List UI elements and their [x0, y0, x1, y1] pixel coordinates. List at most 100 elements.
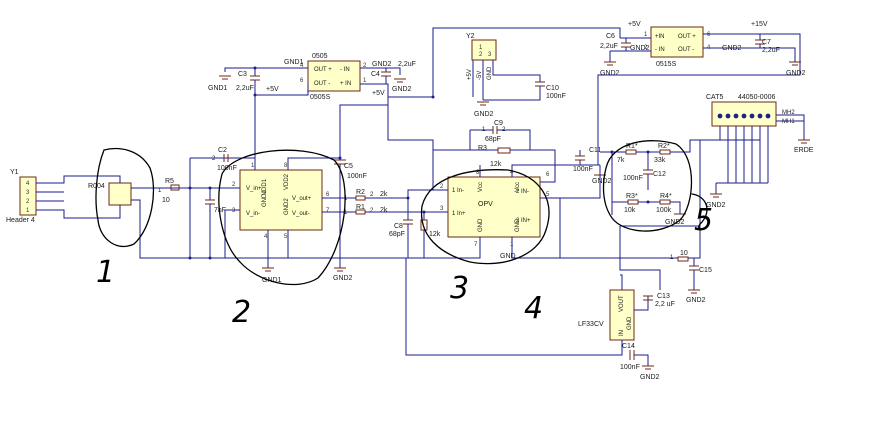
- gnd2-dcdc1-b-label: GND2: [392, 86, 412, 93]
- opamp-gnd-b: GND: [515, 218, 521, 232]
- r3-body: [497, 147, 511, 154]
- c10-ref: C10: [546, 85, 559, 92]
- annotation-circle-3-4: [420, 169, 550, 265]
- opamp-pin-8: 8: [476, 170, 480, 176]
- resistor-r2-star: R2* 33k: [654, 143, 671, 164]
- header-y1: Y1 4 3 2 1 Header 4: [6, 169, 98, 224]
- c3-ref: C3: [238, 71, 247, 78]
- capacitor-c4: C4 2,2uF: [371, 61, 416, 84]
- y2-pin-1: 1: [479, 45, 483, 51]
- capacitor-c8: C8 68pF: [389, 198, 413, 258]
- iso-vdd2: VDD2: [284, 173, 290, 190]
- dcdc1-ref: 0505: [312, 53, 328, 60]
- iso-vin-plus: V_in+: [246, 186, 262, 192]
- opamp-vcc-b: Vcc: [515, 182, 521, 192]
- opamp-vcc-a: Vcc: [478, 182, 484, 192]
- cat5-pins: [717, 113, 771, 119]
- c15-gnd2-label: GND2: [686, 297, 706, 304]
- annotation-hook-5: [691, 193, 708, 229]
- capacitor-c5: C5 100nF GND2: [333, 158, 367, 282]
- dcdc2-ref: 0515S: [656, 61, 677, 68]
- r2s-body: [659, 149, 671, 155]
- r1s-body: [625, 149, 637, 155]
- c15-ref: C15: [699, 267, 712, 274]
- iso-gnd1: GND1: [262, 190, 268, 207]
- capacitor-c3: C3 2,2uF: [236, 68, 260, 95]
- c12-ref: C12: [653, 171, 666, 178]
- iso-vin-minus: V_in-: [246, 211, 260, 217]
- r2s-ref: R2*: [658, 143, 670, 150]
- c3-value: 2,2uF: [236, 85, 254, 92]
- resistor-r3: R3 12k: [470, 145, 530, 168]
- gnd2-dcdc1-label: GND2: [372, 61, 392, 68]
- isolation-amplifier: V_in+ V_in- V_out+ V_out- GND1 VDD1 GND2…: [232, 163, 330, 240]
- r1s-value: 7k: [617, 157, 625, 164]
- capacitor-c12: C12 100nF: [623, 152, 666, 190]
- c4-value: 2,2uF: [398, 61, 416, 68]
- y1-body: [19, 176, 37, 216]
- dcdc1-pin-2: 2: [363, 63, 367, 69]
- y1-pin-4: 4: [26, 181, 30, 187]
- iso-vout-plus: V_out+: [292, 196, 312, 202]
- r12k-value: 12k: [429, 231, 441, 238]
- c7-value: 2,2uF: [762, 47, 780, 54]
- c5-value: 100nF: [347, 173, 367, 180]
- iso-pin-5: 5: [284, 234, 288, 240]
- opamp-gnd-a: GND: [478, 218, 484, 232]
- y2-pin-3: 3: [488, 52, 492, 58]
- c11-gnd2-label: GND2: [592, 178, 612, 185]
- r5-ref: R5: [165, 178, 174, 185]
- p5v-iso-label: +5V: [266, 86, 279, 93]
- dcdc1-pin-6: 6: [300, 78, 304, 84]
- r3s-body: [627, 199, 639, 205]
- annotation-label-4: 4: [524, 291, 543, 326]
- r2-pin2: 2: [370, 192, 374, 198]
- opamp-pin-5: 5: [546, 192, 550, 198]
- resistor-r1-star: R1* 7k: [617, 143, 638, 164]
- dcdc-0515s: +IN - IN OUT + OUT - 1 2 6 4 0515S: [644, 26, 711, 68]
- capacitor-c14: C14 100nF: [620, 343, 640, 371]
- opamp-in1-plus: 1 In+: [452, 211, 466, 217]
- resistor-r1: R1 1 2 2k: [344, 204, 388, 216]
- c11-ref: C11: [589, 147, 601, 154]
- opamp-in2-minus: 2 IN-: [516, 189, 529, 195]
- r2-value: 2k: [380, 191, 388, 198]
- r1-pin1: 1: [344, 210, 348, 216]
- annotation-circle-1: [95, 147, 155, 248]
- r2-pin1: 1: [344, 196, 348, 202]
- reg-in: IN: [619, 330, 625, 336]
- capacitor-c11: C11 100nF: [573, 147, 601, 173]
- cat5-gnd2-label: GND2: [706, 202, 726, 209]
- opamp-pin-6: 6: [546, 172, 550, 178]
- capacitor-c9: 1 2 C9 68pF: [470, 120, 515, 143]
- c14-value: 100nF: [620, 364, 640, 371]
- capacitor-c2: C2 2 100nF: [212, 147, 237, 172]
- opamp-in2-plus: 2 IN+: [516, 218, 531, 224]
- r2s-value: 33k: [654, 157, 666, 164]
- c5-ref: C5: [344, 163, 353, 170]
- dcdc1-out-plus: OUT +: [314, 67, 332, 73]
- gnd2-left-0515-label: GND2: [600, 70, 620, 77]
- r1-pin2: 2: [370, 208, 374, 214]
- cat5-mh2: MH2: [782, 110, 795, 116]
- iso-pin-8: 8: [284, 163, 288, 169]
- dcdc2-body: [650, 26, 704, 58]
- y2-m5v: -5V: [477, 71, 483, 80]
- c14-ref: C14: [622, 343, 635, 350]
- dcdc2-pin-2: 2: [644, 45, 648, 51]
- r4s-gnd2-label: GND2: [665, 219, 685, 226]
- y2-body: [471, 39, 497, 61]
- y1-desc: Header 4: [6, 217, 35, 224]
- r1s-ref: R1*: [626, 143, 638, 150]
- r1-value: 2k: [380, 207, 388, 214]
- opamp-gnd-label: GND: [500, 253, 516, 260]
- c4-ref: C4: [371, 71, 380, 78]
- reg-ref: LF33CV: [578, 321, 604, 328]
- gnd1-iso-label: GND1: [262, 277, 282, 284]
- dcdc1-body: [307, 60, 361, 92]
- y1-pin-3: 3: [26, 190, 30, 196]
- resistor-r4-star: R4* 100k: [656, 193, 672, 214]
- resistor-12k-ground: 12k: [420, 212, 441, 258]
- resistor-r2: R2 1 2 2k: [344, 189, 388, 202]
- c6-value: 2,2uF: [600, 43, 618, 50]
